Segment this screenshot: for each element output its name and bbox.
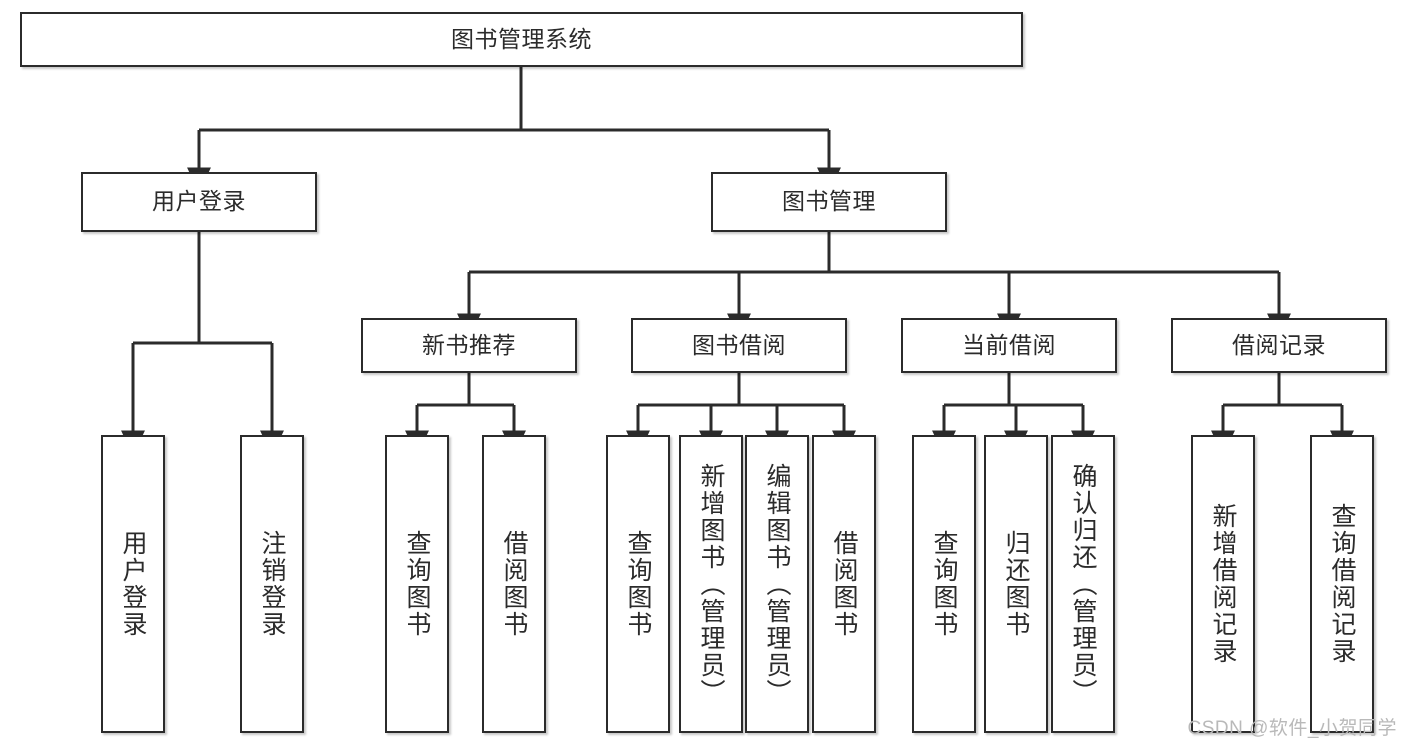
leaf-confirm-return-admin[interactable]: 确认归还（管理员） <box>1051 435 1115 733</box>
node-root-system[interactable]: 图书管理系统 <box>20 12 1023 67</box>
leaf-query-book-current[interactable]: 查询图书 <box>912 435 976 733</box>
node-book-borrow[interactable]: 图书借阅 <box>631 318 847 373</box>
leaf-add-borrow-record[interactable]: 新增借阅记录 <box>1191 435 1255 733</box>
leaf-user-login[interactable]: 用户登录 <box>101 435 165 733</box>
leaf-user-logout[interactable]: 注销登录 <box>240 435 304 733</box>
node-borrow-records[interactable]: 借阅记录 <box>1171 318 1387 373</box>
leaf-add-book-admin[interactable]: 新增图书（管理员） <box>679 435 743 733</box>
watermark-text: CSDN @软件_小贺同学 <box>1187 718 1397 739</box>
node-new-book-recommend[interactable]: 新书推荐 <box>361 318 577 373</box>
leaf-edit-book-admin[interactable]: 编辑图书（管理员） <box>745 435 809 733</box>
leaf-query-book-borrow[interactable]: 查询图书 <box>606 435 670 733</box>
leaf-return-book[interactable]: 归还图书 <box>984 435 1048 733</box>
leaf-query-book-recommend[interactable]: 查询图书 <box>385 435 449 733</box>
node-book-management[interactable]: 图书管理 <box>711 172 947 232</box>
leaf-query-borrow-record[interactable]: 查询借阅记录 <box>1310 435 1374 733</box>
leaf-borrow-book[interactable]: 借阅图书 <box>812 435 876 733</box>
node-user-login[interactable]: 用户登录 <box>81 172 317 232</box>
node-current-borrow[interactable]: 当前借阅 <box>901 318 1117 373</box>
leaf-borrow-book-recommend[interactable]: 借阅图书 <box>482 435 546 733</box>
